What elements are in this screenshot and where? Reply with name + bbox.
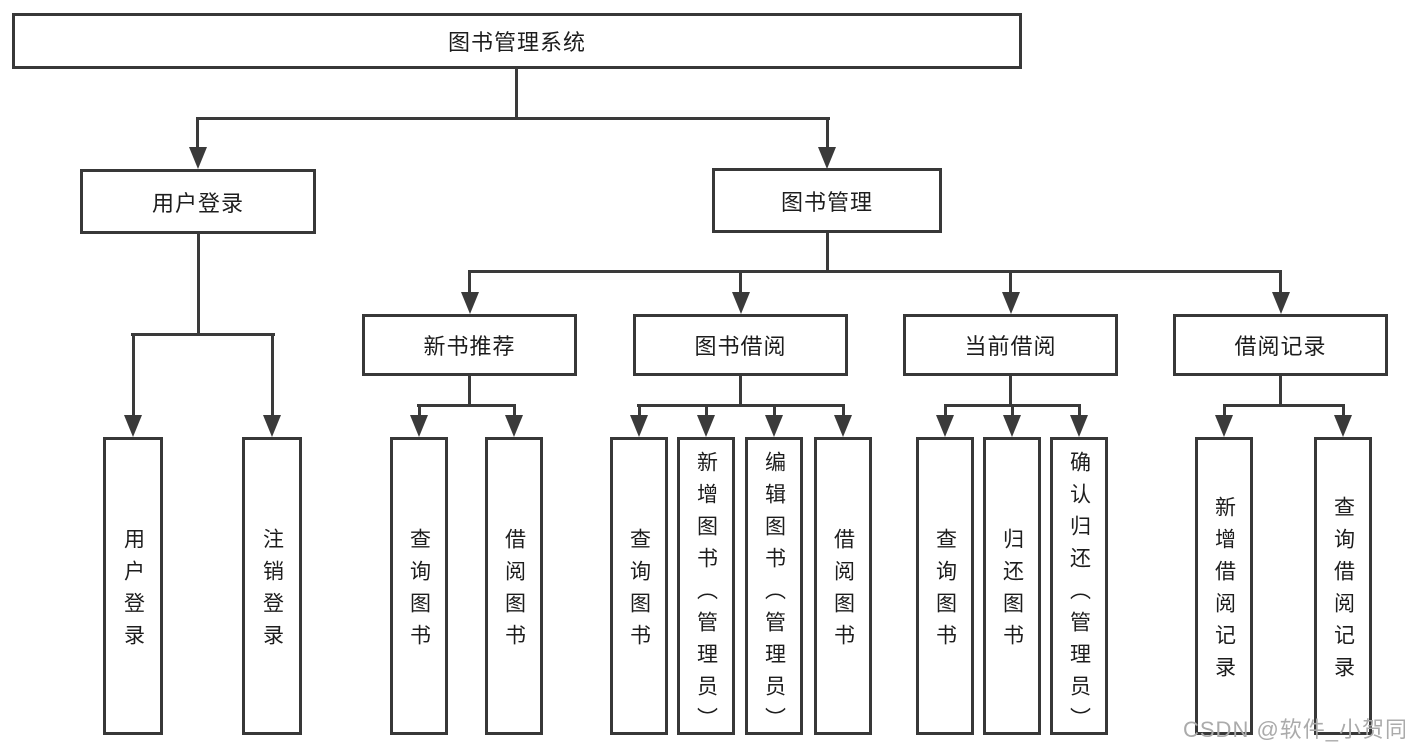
node-borrow-records: 借阅记录 [1173,314,1388,376]
leaf-logout: 注销登录 [242,437,302,735]
connector-recommend-rail [417,404,516,407]
connector-level3-drop [1009,270,1012,294]
arrowhead-down-icon [834,415,852,437]
connector-current-stem [1009,376,1012,407]
node-library-management-system: 图书管理系统 [12,13,1022,69]
connector-leaf-drop [513,404,516,417]
arrowhead-down-icon [630,415,648,437]
connector-leaf-drop [271,333,274,417]
arrowhead-down-icon [1002,292,1020,314]
arrowhead-down-icon [1070,415,1088,437]
arrowhead-down-icon [1334,415,1352,437]
arrowhead-down-icon [189,147,207,169]
leaf-confirm-return-admin: 确认归还（管理员） [1050,437,1108,739]
connector-leaf-drop [1011,404,1014,417]
connector-leaf-drop [132,333,135,417]
leaf-query-books-borrow: 查询图书 [610,437,668,735]
connector-records-stem [1279,376,1282,407]
leaf-query-borrow-record: 查询借阅记录 [1314,437,1372,735]
watermark: CSDN @软件_小贺同学 [1183,717,1405,742]
leaf-query-books-recommend: 查询图书 [390,437,448,735]
connector-level3-drop [739,270,742,294]
leaf-borrow-books-recommend: 借阅图书 [485,437,543,735]
leaf-add-books-admin: 新增图书（管理员） [677,437,735,739]
node-current-borrow: 当前借阅 [903,314,1118,376]
connector-level3-drop [468,270,471,294]
connector-user-login-rail [131,333,275,336]
arrowhead-down-icon [505,415,523,437]
arrowhead-down-icon [732,292,750,314]
arrowhead-down-icon [818,147,836,169]
connector-root-rail [196,117,830,120]
arrowhead-down-icon [124,415,142,437]
connector-leaf-drop [705,404,708,417]
arrowhead-down-icon [765,415,783,437]
arrowhead-down-icon [410,415,428,437]
arrowhead-down-icon [263,415,281,437]
connector-recommend-stem [468,376,471,407]
connector-book-mgmt-stem [826,232,829,273]
connector-user-login-stem [197,233,200,336]
leaf-user-login: 用户登录 [103,437,163,735]
node-book-management: 图书管理 [712,168,942,233]
connector-user-login-drop [196,117,199,151]
connector-borrow-rail [637,404,844,407]
leaf-add-borrow-record: 新增借阅记录 [1195,437,1253,735]
connector-leaf-drop [638,404,641,417]
connector-leaf-drop [1342,404,1345,417]
connector-leaf-drop [773,404,776,417]
connector-root-stem [515,68,518,119]
connector-records-rail [1223,404,1345,407]
arrowhead-down-icon [936,415,954,437]
arrowhead-down-icon [461,292,479,314]
arrowhead-down-icon [1272,292,1290,314]
leaf-borrow-books: 借阅图书 [814,437,872,735]
connector-level3-drop [1279,270,1282,294]
connector-book-mgmt-drop [826,117,829,151]
leaf-edit-books-admin: 编辑图书（管理员） [745,437,803,739]
connector-leaf-drop [418,404,421,417]
connector-borrow-stem [739,376,742,407]
node-user-login: 用户登录 [80,169,316,234]
arrowhead-down-icon [697,415,715,437]
node-new-book-recommend: 新书推荐 [362,314,577,376]
connector-leaf-drop [944,404,947,417]
leaf-query-books-current: 查询图书 [916,437,974,735]
arrowhead-down-icon [1003,415,1021,437]
connector-book-mgmt-rail [468,270,1282,273]
leaf-return-books: 归还图书 [983,437,1041,735]
node-book-borrow: 图书借阅 [633,314,848,376]
connector-leaf-drop [842,404,845,417]
arrowhead-down-icon [1215,415,1233,437]
connector-leaf-drop [1223,404,1226,417]
connector-leaf-drop [1078,404,1081,417]
